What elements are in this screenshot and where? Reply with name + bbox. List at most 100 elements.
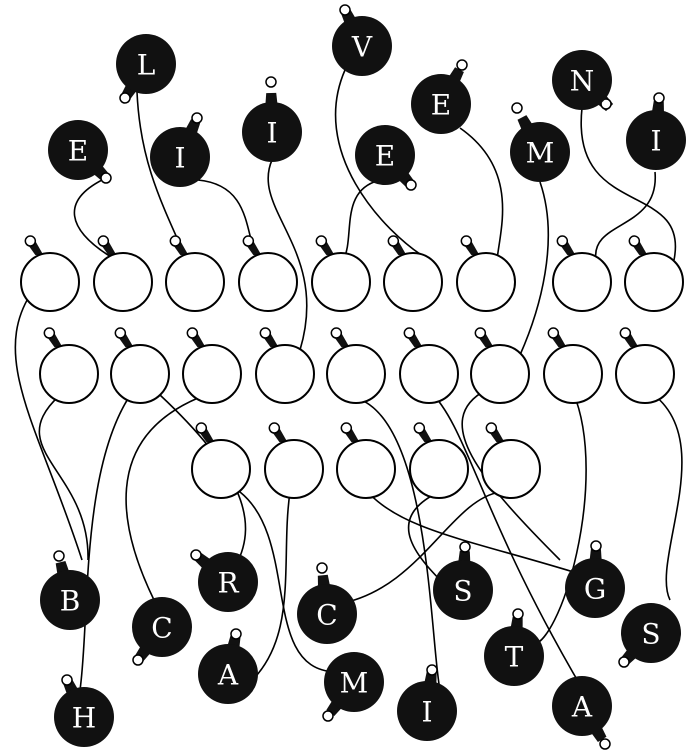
hook-ring-icon xyxy=(187,328,197,338)
answer-slot-row1-8[interactable] xyxy=(553,236,611,311)
top-letter-ornament-8[interactable]: M xyxy=(510,103,570,182)
empty-ornament[interactable] xyxy=(625,253,683,311)
answer-slot-row1-6[interactable] xyxy=(384,236,442,311)
bottom-letter-ornament-2[interactable]: H xyxy=(54,675,114,747)
bottom-letter-ornament-7[interactable]: M xyxy=(323,652,384,721)
empty-ornament[interactable] xyxy=(183,345,241,403)
empty-ornament[interactable] xyxy=(553,253,611,311)
empty-ornament[interactable] xyxy=(40,345,98,403)
answer-slot-row2-2[interactable] xyxy=(111,328,169,403)
answer-slot-row3-4[interactable] xyxy=(410,423,468,498)
bottom-letter-ornament-11[interactable]: G xyxy=(565,541,625,618)
hook-ring-icon xyxy=(427,665,437,675)
answer-slot-row1-4[interactable] xyxy=(239,236,297,311)
answer-slot-row1-5[interactable] xyxy=(312,236,370,311)
ornament-letter: C xyxy=(316,599,337,632)
answer-slot-row3-2[interactable] xyxy=(265,423,323,498)
top-letter-ornament-1[interactable]: E xyxy=(48,120,111,183)
bottom-letter-ornament-1[interactable]: B xyxy=(40,551,100,630)
bottom-letter-ornament-13[interactable]: S xyxy=(619,603,681,667)
hook-ring-icon xyxy=(512,103,522,113)
empty-ornament[interactable] xyxy=(384,253,442,311)
bottom-letter-ornament-8[interactable]: I xyxy=(397,665,457,741)
empty-ornament[interactable] xyxy=(410,440,468,498)
ornament-letter: S xyxy=(453,575,472,608)
hook-ring-icon xyxy=(260,328,270,338)
empty-ornament[interactable] xyxy=(327,345,385,403)
empty-ornament[interactable] xyxy=(457,253,515,311)
answer-slot-row2-7[interactable] xyxy=(471,328,529,403)
top-letter-ornament-6[interactable]: E xyxy=(355,125,416,190)
hook-ring-icon xyxy=(591,541,601,551)
answer-slot-row2-5[interactable] xyxy=(327,328,385,403)
empty-ornament[interactable] xyxy=(192,440,250,498)
answer-slot-row1-3[interactable] xyxy=(166,236,224,311)
ornament-letter: S xyxy=(641,618,660,651)
hook-ring-icon xyxy=(243,236,253,246)
answer-slot-row1-7[interactable] xyxy=(457,236,515,311)
answer-slot-row2-3[interactable] xyxy=(183,328,241,403)
empty-ornament[interactable] xyxy=(166,253,224,311)
answer-slot-row3-5[interactable] xyxy=(482,423,540,498)
bottom-letter-ornament-4[interactable]: R xyxy=(191,550,258,612)
answer-slot-row3-1[interactable] xyxy=(192,423,250,498)
bottom-letter-ornament-9[interactable]: S xyxy=(433,542,493,620)
answer-slot-row2-9[interactable] xyxy=(616,328,674,403)
hook-ring-icon xyxy=(460,542,470,552)
ornament-letter: E xyxy=(375,140,395,173)
answer-slot-row1-2[interactable] xyxy=(94,236,152,311)
answer-slot-row2-6[interactable] xyxy=(400,328,458,403)
answer-slot-row3-3[interactable] xyxy=(337,423,395,498)
top-letter-ornament-5[interactable]: V xyxy=(332,5,392,76)
answer-slot-row2-8[interactable] xyxy=(544,328,602,403)
ornament-letter: I xyxy=(421,696,432,729)
top-letter-ornament-2[interactable]: L xyxy=(116,34,176,103)
bottom-letter-ornament-10[interactable]: T xyxy=(484,609,544,686)
top-letter-ornament-9[interactable]: N xyxy=(552,50,613,111)
hook-ring-icon xyxy=(98,236,108,246)
hook-ring-icon xyxy=(323,711,333,721)
hook-ring-icon xyxy=(654,93,664,103)
empty-ornament[interactable] xyxy=(265,440,323,498)
hook-ring-icon xyxy=(25,236,35,246)
bottom-letter-ornament-6[interactable]: C xyxy=(297,563,357,644)
empty-ornament[interactable] xyxy=(400,345,458,403)
top-letter-ornament-10[interactable]: I xyxy=(626,93,686,170)
answer-slot-row2-4[interactable] xyxy=(256,328,314,403)
answer-slot-row1-1[interactable] xyxy=(21,236,79,311)
hanging-wire xyxy=(520,182,548,355)
answer-slot-row1-9[interactable] xyxy=(625,236,683,311)
answer-slot-row2-1[interactable] xyxy=(40,328,98,403)
empty-ornament[interactable] xyxy=(616,345,674,403)
top-letter-ornament-4[interactable]: I xyxy=(242,77,302,162)
hook-ring-icon xyxy=(629,236,639,246)
ornament-letter: V xyxy=(351,31,373,64)
bottom-letter-ornament-3[interactable]: C xyxy=(132,597,192,665)
bottom-letter-ornament-12[interactable]: A xyxy=(552,676,612,749)
ornament-letter: E xyxy=(431,89,451,122)
empty-ornament[interactable] xyxy=(256,345,314,403)
hook-ring-icon xyxy=(461,236,471,246)
empty-ornament[interactable] xyxy=(111,345,169,403)
empty-ornament[interactable] xyxy=(337,440,395,498)
ornament-letter: T xyxy=(505,641,524,674)
empty-ornament[interactable] xyxy=(239,253,297,311)
answer-ornaments xyxy=(21,236,683,498)
top-letter-ornament-3[interactable]: I xyxy=(150,113,210,187)
ornament-letter: B xyxy=(60,585,81,618)
empty-ornament[interactable] xyxy=(544,345,602,403)
bottom-letter-ornament-5[interactable]: A xyxy=(198,629,258,704)
hook-ring-icon xyxy=(196,423,206,433)
top-letter-ornament-7[interactable]: E xyxy=(411,60,471,134)
empty-ornament[interactable] xyxy=(94,253,152,311)
empty-ornament[interactable] xyxy=(312,253,370,311)
hook-ring-icon xyxy=(340,5,350,15)
hook-ring-icon xyxy=(557,236,567,246)
empty-ornament[interactable] xyxy=(471,345,529,403)
hook-ring-icon xyxy=(414,423,424,433)
empty-ornament[interactable] xyxy=(482,440,540,498)
empty-ornament[interactable] xyxy=(21,253,79,311)
hook-ring-icon xyxy=(44,328,54,338)
hook-ring-icon xyxy=(600,739,610,749)
